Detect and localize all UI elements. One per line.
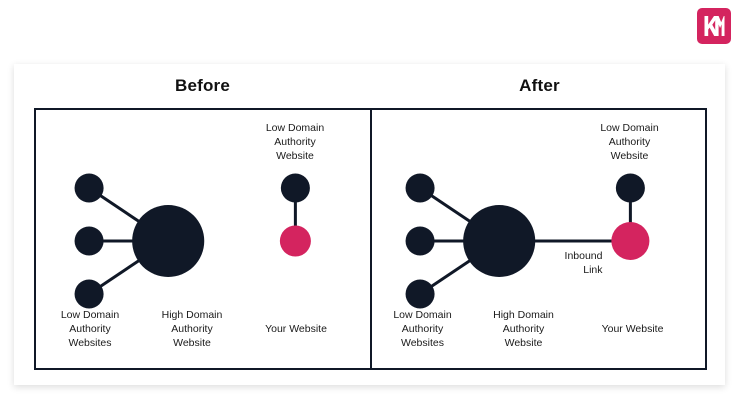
low-authority-node-2: [74, 226, 104, 256]
low-authority-node-1: [74, 173, 104, 203]
panel-heading-before: Before: [174, 76, 231, 95]
panel-divider: [369, 110, 372, 368]
label-your-website: Your Website: [601, 323, 664, 335]
label-low-authority-websites-bottom: Low Domain Authority Websites: [393, 309, 452, 349]
low-authority-node-3: [74, 279, 104, 309]
label-high-authority-website-bottom: High Domain Authority Website: [493, 309, 554, 349]
label-high-authority-website-bottom: High Domain Authority Website: [161, 309, 223, 349]
low-authority-node-2: [405, 226, 435, 256]
after-network-graph: [405, 173, 649, 309]
diagram-frame: Low Domain Authority Website Low Domain …: [34, 108, 707, 370]
label-inbound-link: Inbound Link: [564, 250, 603, 276]
km-monogram-logo: [697, 8, 731, 44]
low-authority-node-1: [405, 173, 435, 203]
label-your-website: Your Website: [265, 323, 327, 335]
km-monogram-glyph: [704, 16, 725, 36]
infographic-card: Before After Low Domain Authority Websit…: [14, 64, 725, 385]
label-low-authority-website-top: Low Domain Authority Website: [600, 122, 659, 162]
after-nodes: [405, 173, 649, 309]
before-nodes: [74, 173, 311, 309]
low-authority-isolated-node: [280, 173, 310, 203]
label-low-authority-website-top: Low Domain Authority Website: [265, 122, 325, 162]
panel-after: Low Domain Authority Website Inbound Lin…: [371, 110, 706, 368]
high-authority-node: [462, 205, 535, 277]
low-authority-isolated-node: [615, 173, 645, 203]
high-authority-node: [132, 205, 205, 277]
your-website-node: [279, 225, 311, 257]
label-low-authority-websites-bottom: Low Domain Authority Websites: [60, 309, 120, 349]
panel-before: Low Domain Authority Website Low Domain …: [36, 110, 371, 368]
before-network-graph: [74, 173, 311, 309]
your-website-node: [610, 222, 649, 260]
low-authority-node-3: [405, 279, 435, 309]
panel-heading-after: After: [519, 76, 560, 95]
